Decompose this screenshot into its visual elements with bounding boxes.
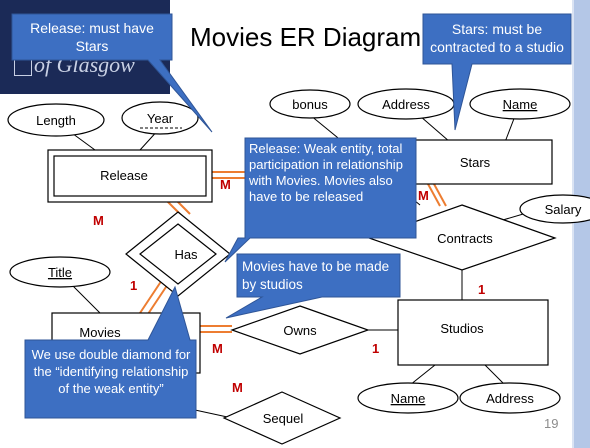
attribute-length-label: Length [36, 113, 76, 128]
callout-double-diamond-shape [24, 285, 197, 419]
callout-stars-studio: Stars: must be contracted to a studio [430, 21, 564, 55]
page-title: Movies ER Diagram [190, 22, 422, 52]
callout-release-stars-shape [11, 13, 213, 133]
line-name-stars [504, 115, 516, 143]
attribute-name-studios [357, 382, 459, 414]
callout-weak-entity: Release: Weak entity, total participatio… [249, 141, 403, 204]
attribute-length [7, 103, 105, 137]
cardinality-release-stars: M [220, 177, 231, 192]
cardinality-movies-has: 1 [130, 278, 137, 293]
double-line-has-movies-b [145, 283, 169, 318]
callout-movies-studios: Movies have to be made by studios [242, 259, 390, 292]
attribute-year-label: Year [147, 111, 174, 126]
attribute-address-studios-label: Address [486, 391, 534, 406]
page-number: 19 [544, 416, 559, 431]
double-line-has-movies-a [139, 279, 163, 314]
entity-release-label: Release [100, 168, 148, 183]
entity-movies-label: Movies [79, 325, 121, 340]
cardinality-release-has: M [93, 213, 104, 228]
double-line-stars-contracts-b [433, 183, 447, 207]
line-title-movies [71, 284, 101, 314]
right-decorative-band [572, 0, 590, 448]
attribute-name-stars-label: Name [503, 97, 538, 112]
callout-release-stars: Release: must have Stars [30, 20, 154, 54]
line-address-studios [484, 364, 506, 386]
relationship-sequel [222, 391, 342, 445]
cardinality-movies-owns: M [212, 341, 223, 356]
attribute-salary [519, 194, 590, 224]
line-name-studios [409, 364, 436, 386]
attribute-name-studios-label: Name [391, 391, 426, 406]
attribute-address-stars-label: Address [382, 97, 430, 112]
callout-movies-studios-shape [225, 253, 401, 319]
attribute-bonus [269, 89, 351, 119]
entity-stars-label: Stars [460, 155, 491, 170]
relationship-has [125, 211, 231, 297]
cardinality-studios-owns: 1 [372, 341, 379, 356]
relationship-owns [230, 305, 370, 355]
attribute-bonus-label: bonus [292, 97, 328, 112]
line-address-stars [419, 115, 451, 143]
relationship-contracts-label: Contracts [437, 231, 493, 246]
cardinality-movies-sequel: M [232, 380, 243, 395]
relationship-sequel-label: Sequel [263, 411, 304, 426]
entity-studios [397, 299, 549, 366]
callout-weak-entity-shape [224, 137, 417, 263]
relationship-owns-label: Owns [283, 323, 317, 338]
cardinality-stars-contracts: M [418, 188, 429, 203]
attribute-name-stars [469, 88, 571, 120]
callout-double-diamond: We use double diamond for the “identifyi… [31, 347, 191, 396]
relationship-has-label: Has [174, 247, 198, 262]
entity-studios-label: Studios [440, 321, 484, 336]
cardinality-studios-contracts: 1 [478, 282, 485, 297]
entity-release [47, 149, 213, 203]
callout-stars-studio-shape [422, 13, 572, 131]
attribute-title [9, 256, 111, 288]
double-line-stars-contracts-a [427, 183, 441, 207]
attribute-year [121, 101, 199, 135]
attribute-address-studios [459, 382, 561, 414]
attribute-salary-label: Salary [545, 202, 582, 217]
attribute-title-label: Title [48, 265, 72, 280]
